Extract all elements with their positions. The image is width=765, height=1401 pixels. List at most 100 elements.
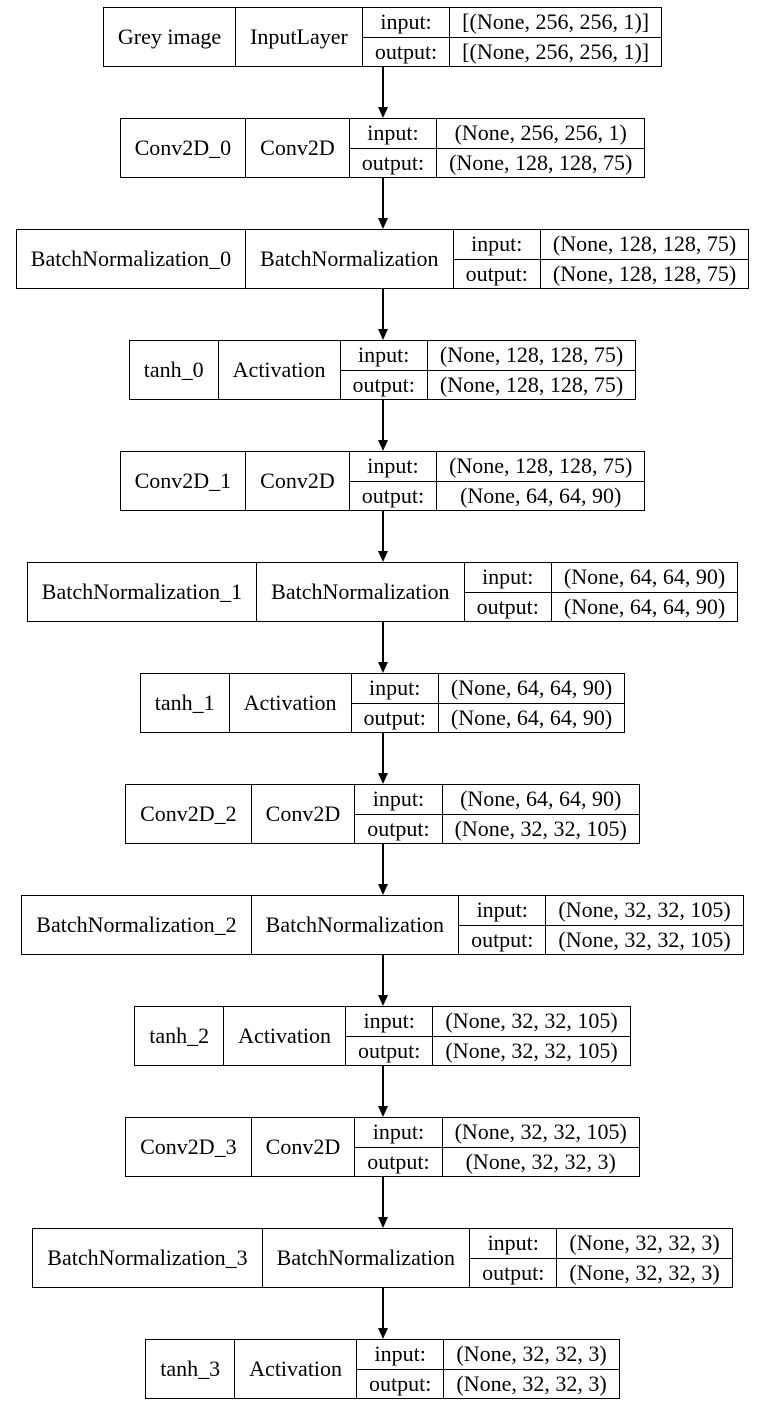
layer-type: Conv2D	[252, 1118, 356, 1176]
io-shape-column: (None, 128, 128, 75) (None, 128, 128, 75…	[427, 341, 636, 399]
io-shape-column: (None, 32, 32, 3) (None, 32, 32, 3)	[557, 1229, 732, 1287]
edge-connector	[377, 289, 388, 340]
layer-type: Activation	[230, 674, 352, 732]
layer-node-batchnormalization_3: BatchNormalization_3 BatchNormalization …	[32, 1228, 733, 1288]
layer-name: Conv2D_0	[121, 119, 247, 177]
output-shape: [(None, 256, 256, 1)]	[462, 38, 650, 64]
layer-type: BatchNormalization	[263, 1229, 471, 1287]
input-shape: (None, 32, 32, 105)	[433, 1007, 630, 1037]
output-shape: (None, 32, 32, 105)	[454, 815, 627, 841]
edge-connector	[377, 67, 388, 118]
input-shape: (None, 128, 128, 75)	[427, 341, 636, 371]
input-label: input:	[355, 785, 442, 815]
layer-node-conv2d_2: Conv2D_2 Conv2D input: output: (None, 64…	[125, 784, 640, 844]
layer-type: Conv2D	[246, 452, 350, 510]
layer-name: BatchNormalization_0	[17, 230, 247, 288]
arrow-down-icon	[377, 218, 388, 229]
output-label: output:	[361, 149, 425, 175]
layer-node-conv2d_0: Conv2D_0 Conv2D input: output: (None, 25…	[119, 118, 646, 178]
layer-name: BatchNormalization_3	[33, 1229, 263, 1287]
layer-type: InputLayer	[236, 8, 363, 66]
layer-type: BatchNormalization	[246, 230, 454, 288]
io-shape-column: (None, 64, 64, 90) (None, 64, 64, 90)	[551, 563, 738, 621]
input-shape: (None, 128, 128, 75)	[540, 230, 749, 260]
input-label: input:	[355, 1118, 442, 1148]
layer-type: Conv2D	[252, 785, 356, 843]
io-shape-column: (None, 32, 32, 105) (None, 32, 32, 3)	[442, 1118, 639, 1176]
edge-connector	[377, 1177, 388, 1228]
edge-connector	[377, 1066, 388, 1117]
layer-type: Activation	[235, 1340, 358, 1398]
io-label-column: input: output:	[362, 8, 451, 66]
edge-connector	[377, 511, 388, 562]
io-shape-column: (None, 64, 64, 90) (None, 64, 64, 90)	[438, 674, 625, 732]
layer-node-tanh_0: tanh_0 Activation input: output: (None, …	[128, 340, 637, 400]
io-shape-column: [(None, 256, 256, 1)] [(None, 256, 256, …	[450, 8, 662, 66]
io-shape-column: (None, 128, 128, 75) (None, 128, 128, 75…	[540, 230, 749, 288]
layer-node-conv2d_1: Conv2D_1 Conv2D input: output: (None, 12…	[119, 451, 646, 511]
output-shape: (None, 64, 64, 90)	[563, 593, 726, 619]
arrow-down-icon	[377, 329, 388, 340]
arrow-down-icon	[377, 107, 388, 118]
io-shape-column: (None, 128, 128, 75) (None, 64, 64, 90)	[437, 452, 645, 510]
io-shape-column: (None, 32, 32, 105) (None, 32, 32, 105)	[433, 1007, 630, 1065]
io-shape-column: (None, 256, 256, 1) (None, 128, 128, 75)	[437, 119, 645, 177]
edge-line	[381, 67, 384, 107]
output-label: output:	[358, 1037, 421, 1063]
arrow-down-icon	[377, 662, 388, 673]
edge-line	[381, 733, 384, 773]
edge-connector	[377, 622, 388, 673]
edge-connector	[377, 733, 388, 784]
io-label-column: input: output:	[355, 785, 443, 843]
arrow-down-icon	[377, 1328, 388, 1339]
io-label-column: input: output:	[351, 674, 439, 732]
output-label: output:	[361, 482, 425, 508]
layer-node-conv2d_3: Conv2D_3 Conv2D input: output: (None, 32…	[125, 1117, 640, 1177]
layer-name: tanh_1	[141, 674, 230, 732]
layer-node-batchnormalization_2: BatchNormalization_2 BatchNormalization …	[21, 895, 744, 955]
arrow-down-icon	[377, 884, 388, 895]
output-label: output:	[367, 1148, 430, 1174]
output-label: output:	[374, 38, 438, 64]
output-label: output:	[471, 926, 534, 952]
output-shape: (None, 128, 128, 75)	[449, 149, 633, 175]
input-shape: (None, 32, 32, 105)	[546, 896, 743, 926]
arrow-down-icon	[377, 440, 388, 451]
output-shape: (None, 32, 32, 3)	[569, 1259, 720, 1285]
input-label: input:	[346, 1007, 433, 1037]
input-shape: (None, 64, 64, 90)	[442, 785, 639, 815]
io-label-column: input: output:	[346, 1007, 434, 1065]
layer-node-tanh_1: tanh_1 Activation input: output: (None, …	[139, 673, 626, 733]
input-shape: [(None, 256, 256, 1)]	[450, 8, 662, 38]
input-label: input:	[453, 230, 540, 260]
output-shape: (None, 32, 32, 3)	[456, 1370, 607, 1396]
arrow-down-icon	[377, 995, 388, 1006]
input-shape: (None, 128, 128, 75)	[437, 452, 645, 482]
edge-connector	[377, 178, 388, 229]
layer-name: Conv2D_2	[126, 785, 252, 843]
arrow-down-icon	[377, 551, 388, 562]
layer-name: tanh_0	[130, 341, 219, 399]
arrow-down-icon	[377, 773, 388, 784]
io-label-column: input: output:	[464, 563, 552, 621]
edge-connector	[377, 1288, 388, 1339]
io-shape-column: (None, 32, 32, 3) (None, 32, 32, 3)	[444, 1340, 619, 1398]
input-label: input:	[349, 452, 437, 482]
io-label-column: input: output:	[349, 119, 438, 177]
layer-name: tanh_2	[135, 1007, 225, 1065]
input-label: input:	[470, 1229, 557, 1259]
input-label: input:	[362, 8, 450, 38]
input-shape: (None, 64, 64, 90)	[551, 563, 738, 593]
output-label: output:	[369, 1370, 432, 1396]
input-label: input:	[351, 674, 438, 704]
layer-node-batchnormalization_1: BatchNormalization_1 BatchNormalization …	[26, 562, 739, 622]
input-shape: (None, 32, 32, 3)	[444, 1340, 619, 1370]
edge-line	[381, 1288, 384, 1328]
layer-type: Activation	[224, 1007, 347, 1065]
layer-node-grey-image: Grey image InputLayer input: output: [(N…	[102, 7, 663, 67]
edge-connector	[377, 400, 388, 451]
output-shape: (None, 128, 128, 75)	[439, 371, 624, 397]
io-label-column: input: output:	[470, 1229, 558, 1287]
io-label-column: input: output:	[357, 1340, 445, 1398]
